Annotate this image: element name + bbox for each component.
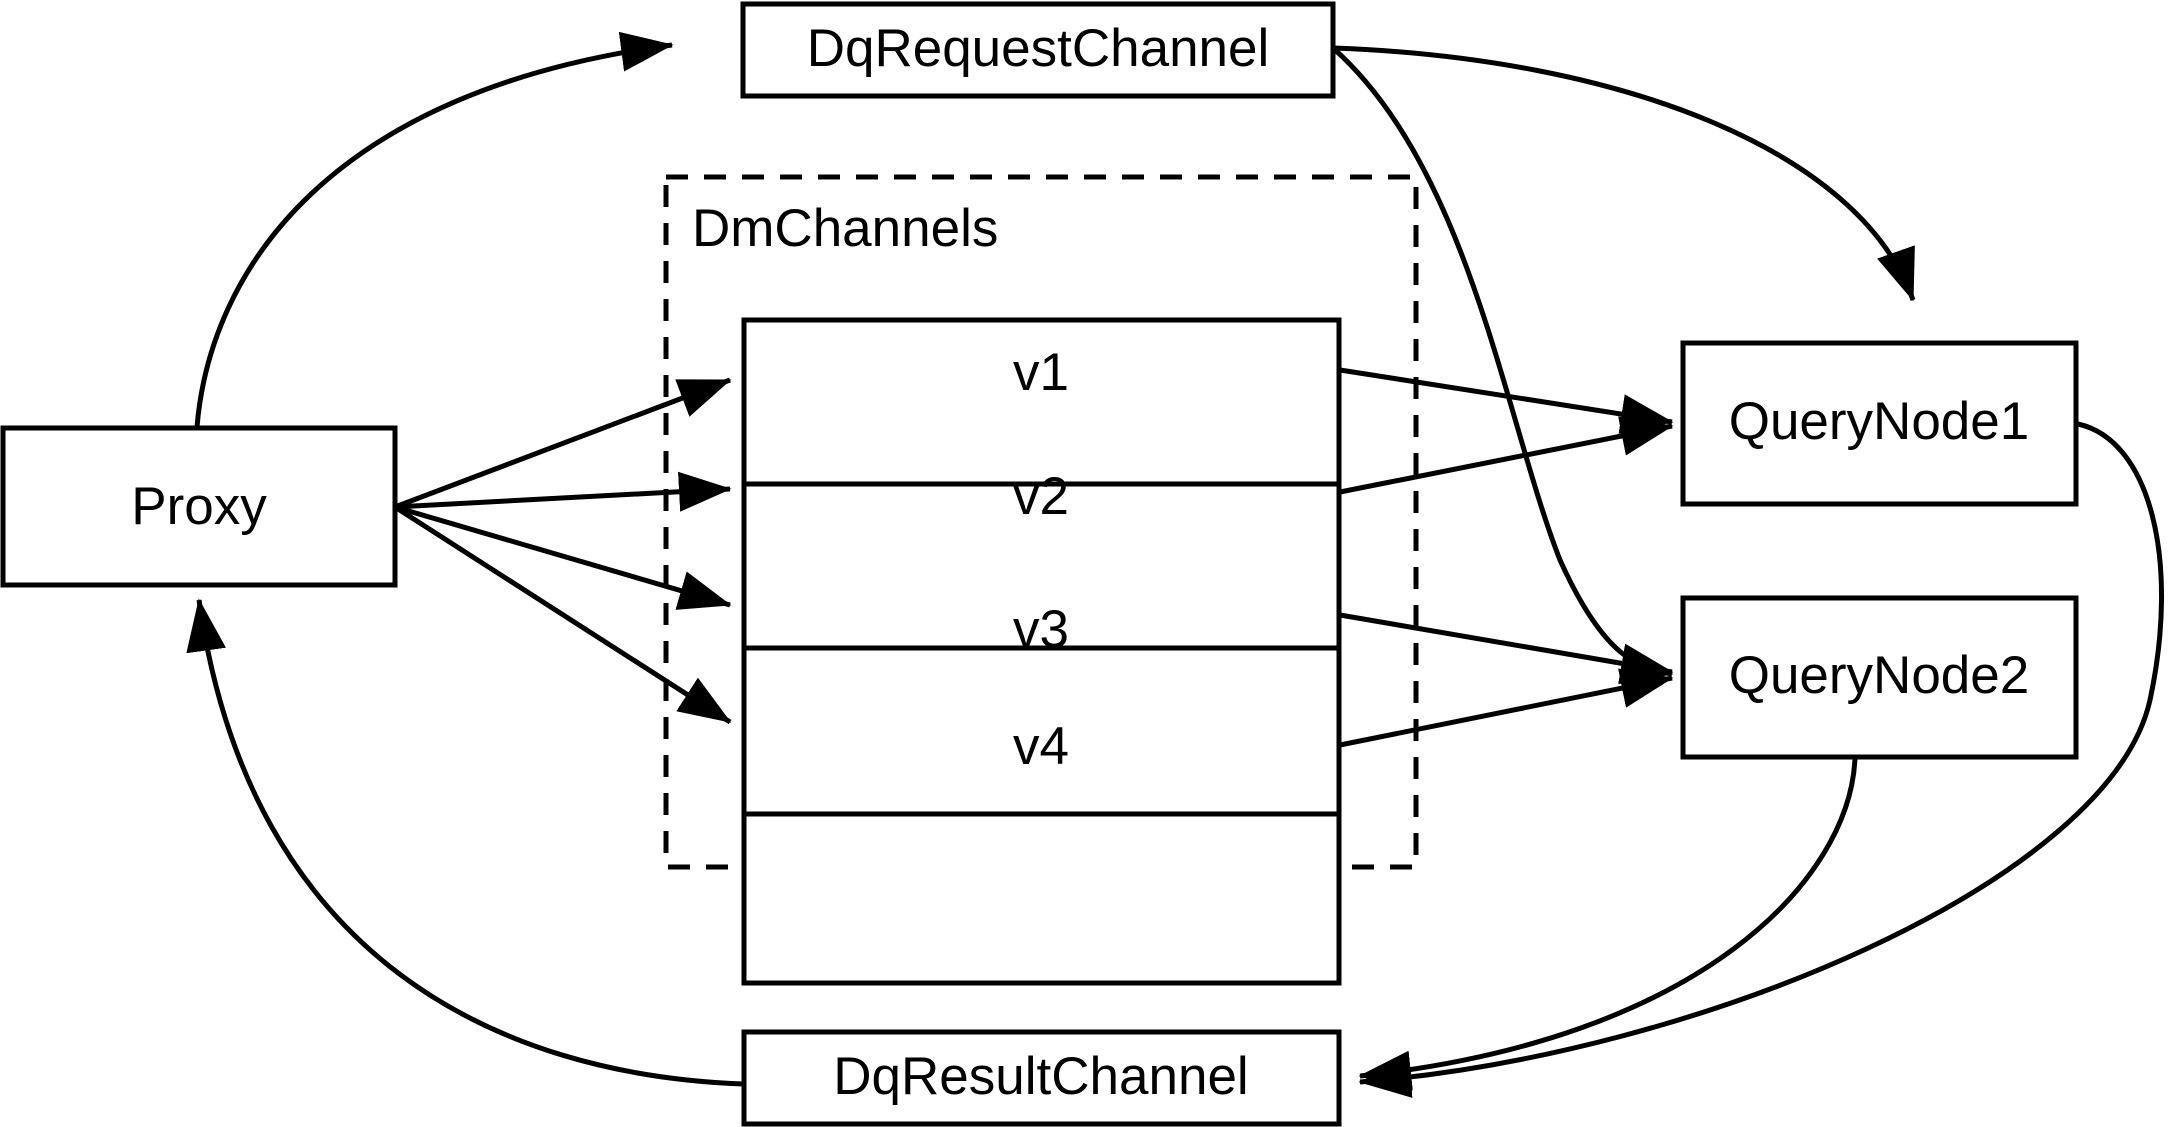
edge-proxy-to-dqrequestchannel [194,31,674,428]
edge-proxy-to-v3 [394,504,732,610]
edge-proxy-to-v2 [394,471,732,512]
edge-querynode1-to-dqresultchannel [1358,421,2165,1098]
edge-v1-to-querynode1 [1339,367,1674,434]
edge-querynode2-to-dqresultchannel [1358,757,1858,1091]
dmchannel-row-v3[interactable]: v3 [1013,600,1069,659]
edge-proxy-to-v1 [394,377,732,510]
edge-dqrequestchannel-to-querynode2 [1331,46,1674,685]
edge-proxy-to-v4 [393,504,732,725]
dmchannels-table [741,317,1342,986]
node-dqresultchannel-label: DqResultChannel [833,1047,1248,1106]
node-proxy-label: Proxy [131,477,267,536]
dmchannel-row-v4[interactable]: v4 [1013,717,1069,776]
node-dqrequestchannel[interactable] [740,1,1336,99]
dmchannel-row-v1[interactable]: v1 [1013,343,1069,402]
node-querynode1[interactable] [1680,340,2079,507]
edge-v2-to-querynode1 [1339,416,1674,495]
edge-dqresultchannel-to-proxy [186,598,744,1087]
node-proxy[interactable] [0,425,398,588]
node-dqrequestchannel-label: DqRequestChannel [807,19,1270,78]
node-querynode1-label: QueryNode1 [1729,392,2030,451]
edge-dqrequestchannel-to-querynode1 [1332,45,1916,302]
node-querynode2[interactable] [1680,595,2079,760]
dmchannel-row-v2[interactable]: v2 [1013,467,1069,526]
edge-v4-to-querynode2 [1339,668,1674,748]
node-dqresultchannel[interactable] [741,1029,1342,1127]
node-querynode2-label: QueryNode2 [1729,646,2030,705]
edge-v3-to-querynode2 [1339,612,1674,684]
dmchannels-group-label: DmChannels [692,199,998,258]
